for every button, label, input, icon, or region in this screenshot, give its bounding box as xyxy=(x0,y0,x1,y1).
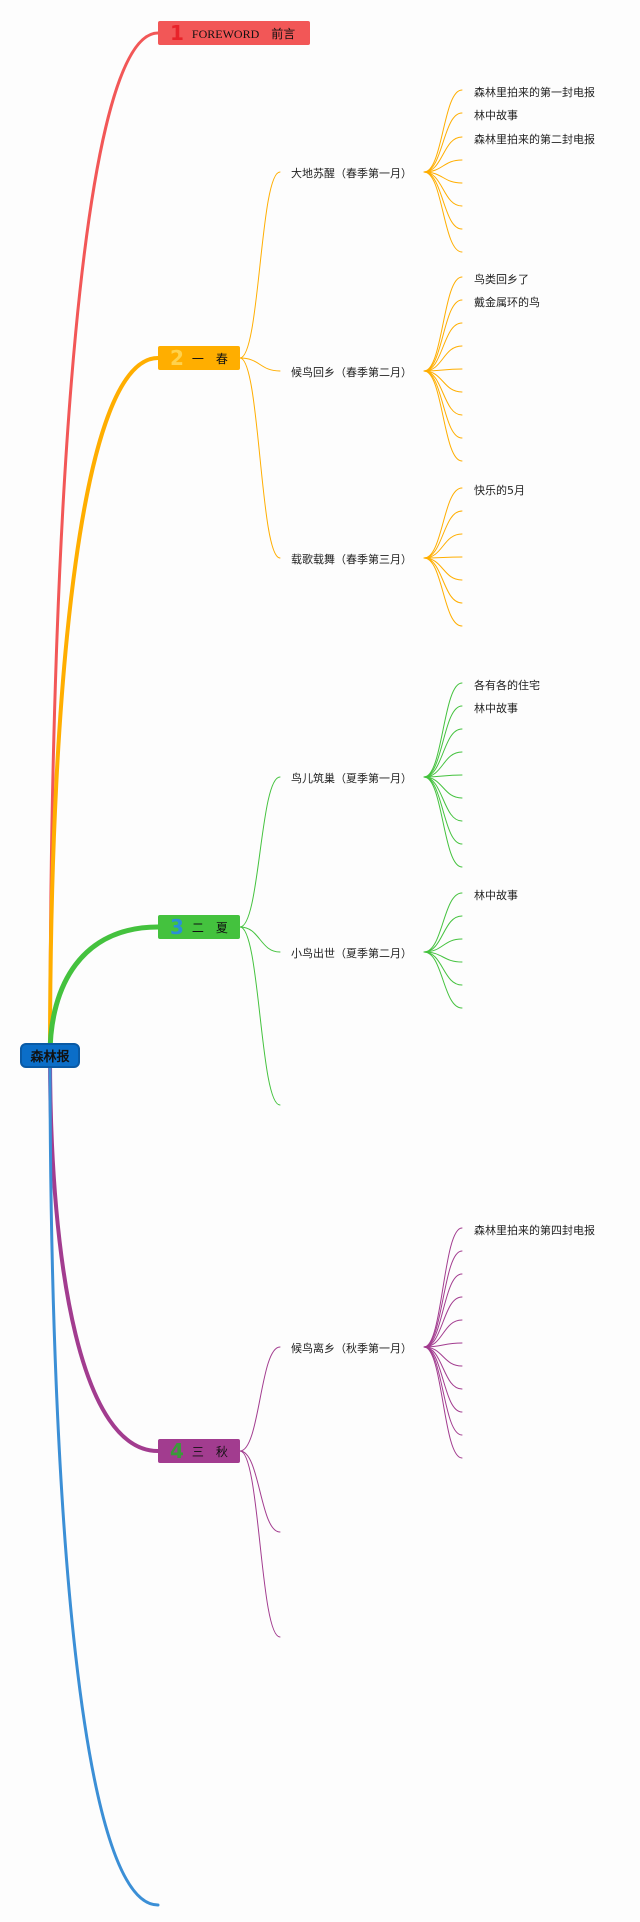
leaf-link xyxy=(423,557,463,581)
leaf-item[interactable]: 林中故事 xyxy=(474,702,518,715)
topic-autumn-month-1[interactable]: 候鸟离乡（秋季第一月） xyxy=(291,1342,412,1355)
topic-link xyxy=(239,1450,281,1533)
topic-link xyxy=(239,1450,281,1638)
leaf-item[interactable]: 戴金属环的鸟 xyxy=(474,296,540,309)
leaf-link xyxy=(423,171,463,230)
root-node[interactable]: 森林报 xyxy=(20,1043,80,1068)
topic-link xyxy=(239,926,281,953)
leaf-item[interactable]: 鸟类回乡了 xyxy=(474,273,529,286)
branch-label: FOREWORD 前言 xyxy=(191,26,296,41)
branch-label: 二 夏 xyxy=(191,920,228,935)
leaf-item[interactable]: 森林里拍来的第一封电报 xyxy=(474,86,595,99)
branch-number: 1 xyxy=(170,21,184,45)
leaf-link xyxy=(423,1319,463,1348)
leaf-link xyxy=(423,776,463,822)
leaf-link xyxy=(423,533,463,559)
leaf-link xyxy=(423,370,463,462)
leaf-item[interactable]: 快乐的5月 xyxy=(474,484,525,497)
leaf-link xyxy=(423,1227,463,1348)
branch-foreword[interactable]: 1 FOREWORD 前言 xyxy=(158,21,310,45)
branch-number: 3 xyxy=(170,915,184,939)
branch-number: 2 xyxy=(170,346,184,370)
branch-link xyxy=(48,31,160,1057)
branch-label: 三 秋 xyxy=(191,1444,228,1459)
leaf-link xyxy=(423,751,463,778)
leaf-link xyxy=(423,892,463,953)
leaf-link xyxy=(423,557,463,604)
leaf-link xyxy=(423,776,463,868)
topic-summer-month-2[interactable]: 小鸟出世（夏季第二月） xyxy=(291,947,412,960)
leaf-link xyxy=(423,487,463,559)
branch-link xyxy=(48,1053,160,1907)
topic-link xyxy=(239,1346,281,1452)
topic-link xyxy=(239,926,281,1106)
topic-summer-month-1[interactable]: 鸟儿筑巢（夏季第一月） xyxy=(291,772,412,785)
topic-link xyxy=(239,776,281,928)
leaf-link xyxy=(423,1346,463,1459)
topic-spring-month-1[interactable]: 大地苏醒（春季第一月） xyxy=(291,167,412,180)
topic-link xyxy=(239,357,281,372)
leaf-item[interactable]: 森林里拍来的第四封电报 xyxy=(474,1224,595,1237)
leaf-link xyxy=(423,171,463,253)
leaf-link xyxy=(423,938,463,953)
leaf-link xyxy=(423,1273,463,1348)
leaf-link xyxy=(423,159,463,173)
root-label: 森林报 xyxy=(30,1050,70,1065)
leaf-link xyxy=(423,510,463,559)
topic-spring-month-3[interactable]: 载歌载舞（春季第三月） xyxy=(291,553,412,566)
leaf-link xyxy=(423,112,463,173)
leaf-link xyxy=(423,1296,463,1348)
leaf-link xyxy=(423,89,463,173)
branch-summer[interactable]: 3 二 夏 xyxy=(158,915,240,939)
leaf-link xyxy=(423,276,463,372)
leaf-link xyxy=(423,299,463,372)
topic-link xyxy=(239,357,281,559)
leaf-link xyxy=(423,1250,463,1348)
branch-link xyxy=(48,1053,160,1453)
leaf-link xyxy=(423,705,463,778)
branch-link xyxy=(48,356,160,1057)
leaf-link xyxy=(423,951,463,1009)
leaf-item[interactable]: 森林里拍来的第二封电报 xyxy=(474,133,595,146)
leaf-item[interactable]: 各有各的住宅 xyxy=(474,679,540,692)
leaf-link xyxy=(423,370,463,416)
branch-autumn[interactable]: 4 三 秋 xyxy=(158,1439,240,1463)
leaf-item[interactable]: 林中故事 xyxy=(474,889,518,902)
leaf-link xyxy=(423,1346,463,1390)
topic-spring-month-2[interactable]: 候鸟回乡（春季第二月） xyxy=(291,366,412,379)
leaf-link xyxy=(423,728,463,778)
leaf-link xyxy=(423,136,463,173)
branch-spring[interactable]: 2 一 春 xyxy=(158,346,240,370)
leaf-item[interactable]: 林中故事 xyxy=(474,109,518,122)
branch-number: 4 xyxy=(170,1439,184,1463)
branch-label: 一 春 xyxy=(191,351,228,366)
leaf-link xyxy=(423,557,463,627)
leaf-link xyxy=(423,1346,463,1436)
branch-link xyxy=(47,924,161,1058)
leaf-link xyxy=(423,682,463,778)
leaf-link xyxy=(423,322,463,372)
leaf-link xyxy=(423,345,463,372)
leaf-link xyxy=(423,915,463,953)
topic-link xyxy=(239,171,281,359)
